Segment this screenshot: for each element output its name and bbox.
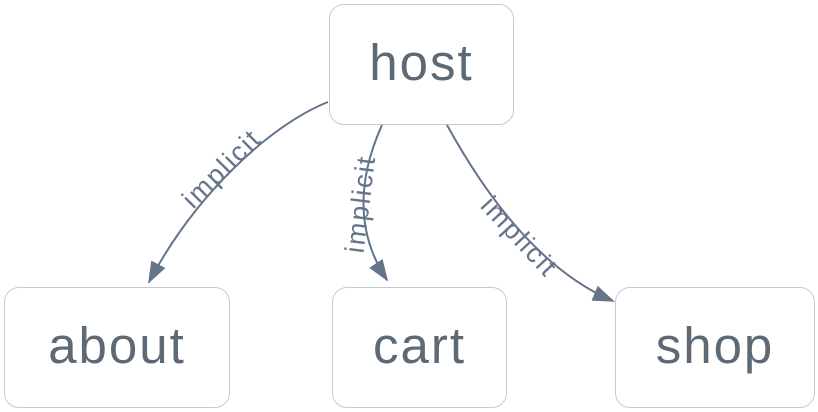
node-shop-label: shop [655, 317, 775, 374]
node-cart[interactable]: cart [332, 287, 507, 408]
node-host[interactable]: host [329, 4, 514, 125]
edge-host-shop [446, 124, 615, 302]
node-about[interactable]: about [4, 287, 230, 408]
edge-host-about [148, 101, 329, 284]
node-shop[interactable]: shop [615, 287, 815, 408]
node-cart-label: cart [372, 317, 467, 374]
node-host-label: host [369, 34, 474, 91]
node-about-label: about [48, 317, 186, 374]
edge-host-cart [362, 124, 389, 282]
